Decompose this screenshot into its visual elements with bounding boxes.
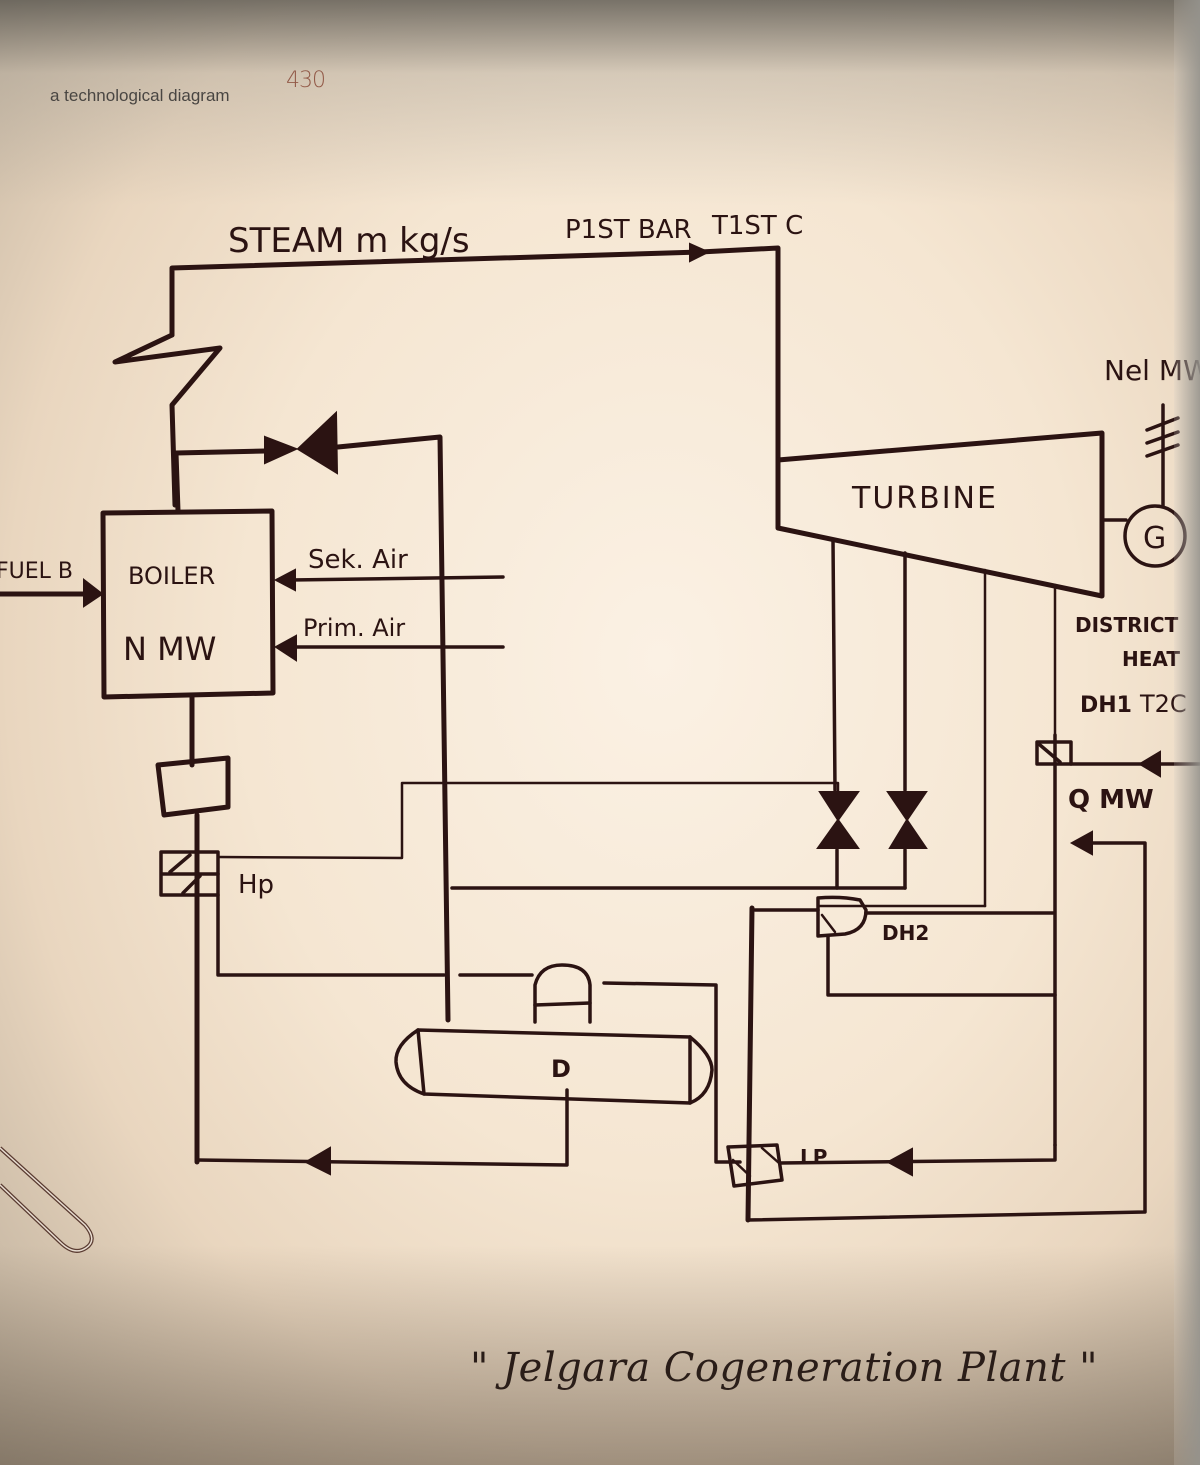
district-heat-temperature: T2C (1139, 690, 1187, 718)
hp-heater-label: Hp (238, 870, 274, 900)
boiler-return-line (195, 1088, 569, 1176)
steam-temperature-label: T1ST C (711, 211, 803, 241)
deaerator-label: D (551, 1055, 571, 1083)
turbine-label: TURBINE (851, 481, 998, 516)
plant-title: " Jelgara Cogeneration Plant " (470, 1345, 1099, 1391)
heat-output-label: Q MW (1068, 785, 1154, 815)
district-heat-return-arrow-icon (1138, 750, 1161, 778)
return-flow-arrow-icon (303, 1146, 331, 1176)
generator-symbol: G (1143, 521, 1166, 556)
steam-flow-arrow-icon (689, 242, 711, 263)
steam-pressure-label: P1ST BAR (565, 215, 692, 245)
boiler-power-label: N MW (123, 630, 216, 668)
fuel-input-label: FUEL B (0, 559, 73, 584)
lp-heater-label: LP (800, 1145, 827, 1169)
control-valve-1-icon (816, 791, 860, 849)
check-valve-icon (264, 435, 299, 465)
district-heat-label-2: HEAT (1122, 647, 1180, 671)
lp-heater (726, 905, 1057, 1223)
primary-air-label: Prim. Air (303, 614, 405, 642)
dh1-label: DH1 (1080, 693, 1132, 718)
primary-air-arrow-icon (274, 634, 297, 662)
turbine-extractions (450, 538, 1057, 908)
steam-flow-label: STEAM m kg/s (228, 221, 470, 261)
control-valve-2-icon (886, 791, 928, 849)
district-heat-supply-arrow-icon (1069, 830, 1093, 856)
steam-main-line (169, 242, 781, 513)
paperclip-icon (0, 1146, 94, 1253)
generator-output-label: Nel MW (1104, 354, 1200, 387)
lp-return-arrow-icon (885, 1147, 913, 1177)
secondary-air-label: Sek. Air (308, 545, 408, 575)
fuel-arrow-icon (83, 577, 104, 608)
superheater-coil-icon (112, 332, 223, 508)
district-heat-label-1: DISTRICT (1075, 613, 1179, 637)
boiler-label: BOILER (128, 562, 215, 590)
secondary-air-arrow-icon (273, 568, 296, 592)
dh2-exchanger (753, 895, 1057, 997)
dh2-label: DH2 (882, 921, 929, 945)
